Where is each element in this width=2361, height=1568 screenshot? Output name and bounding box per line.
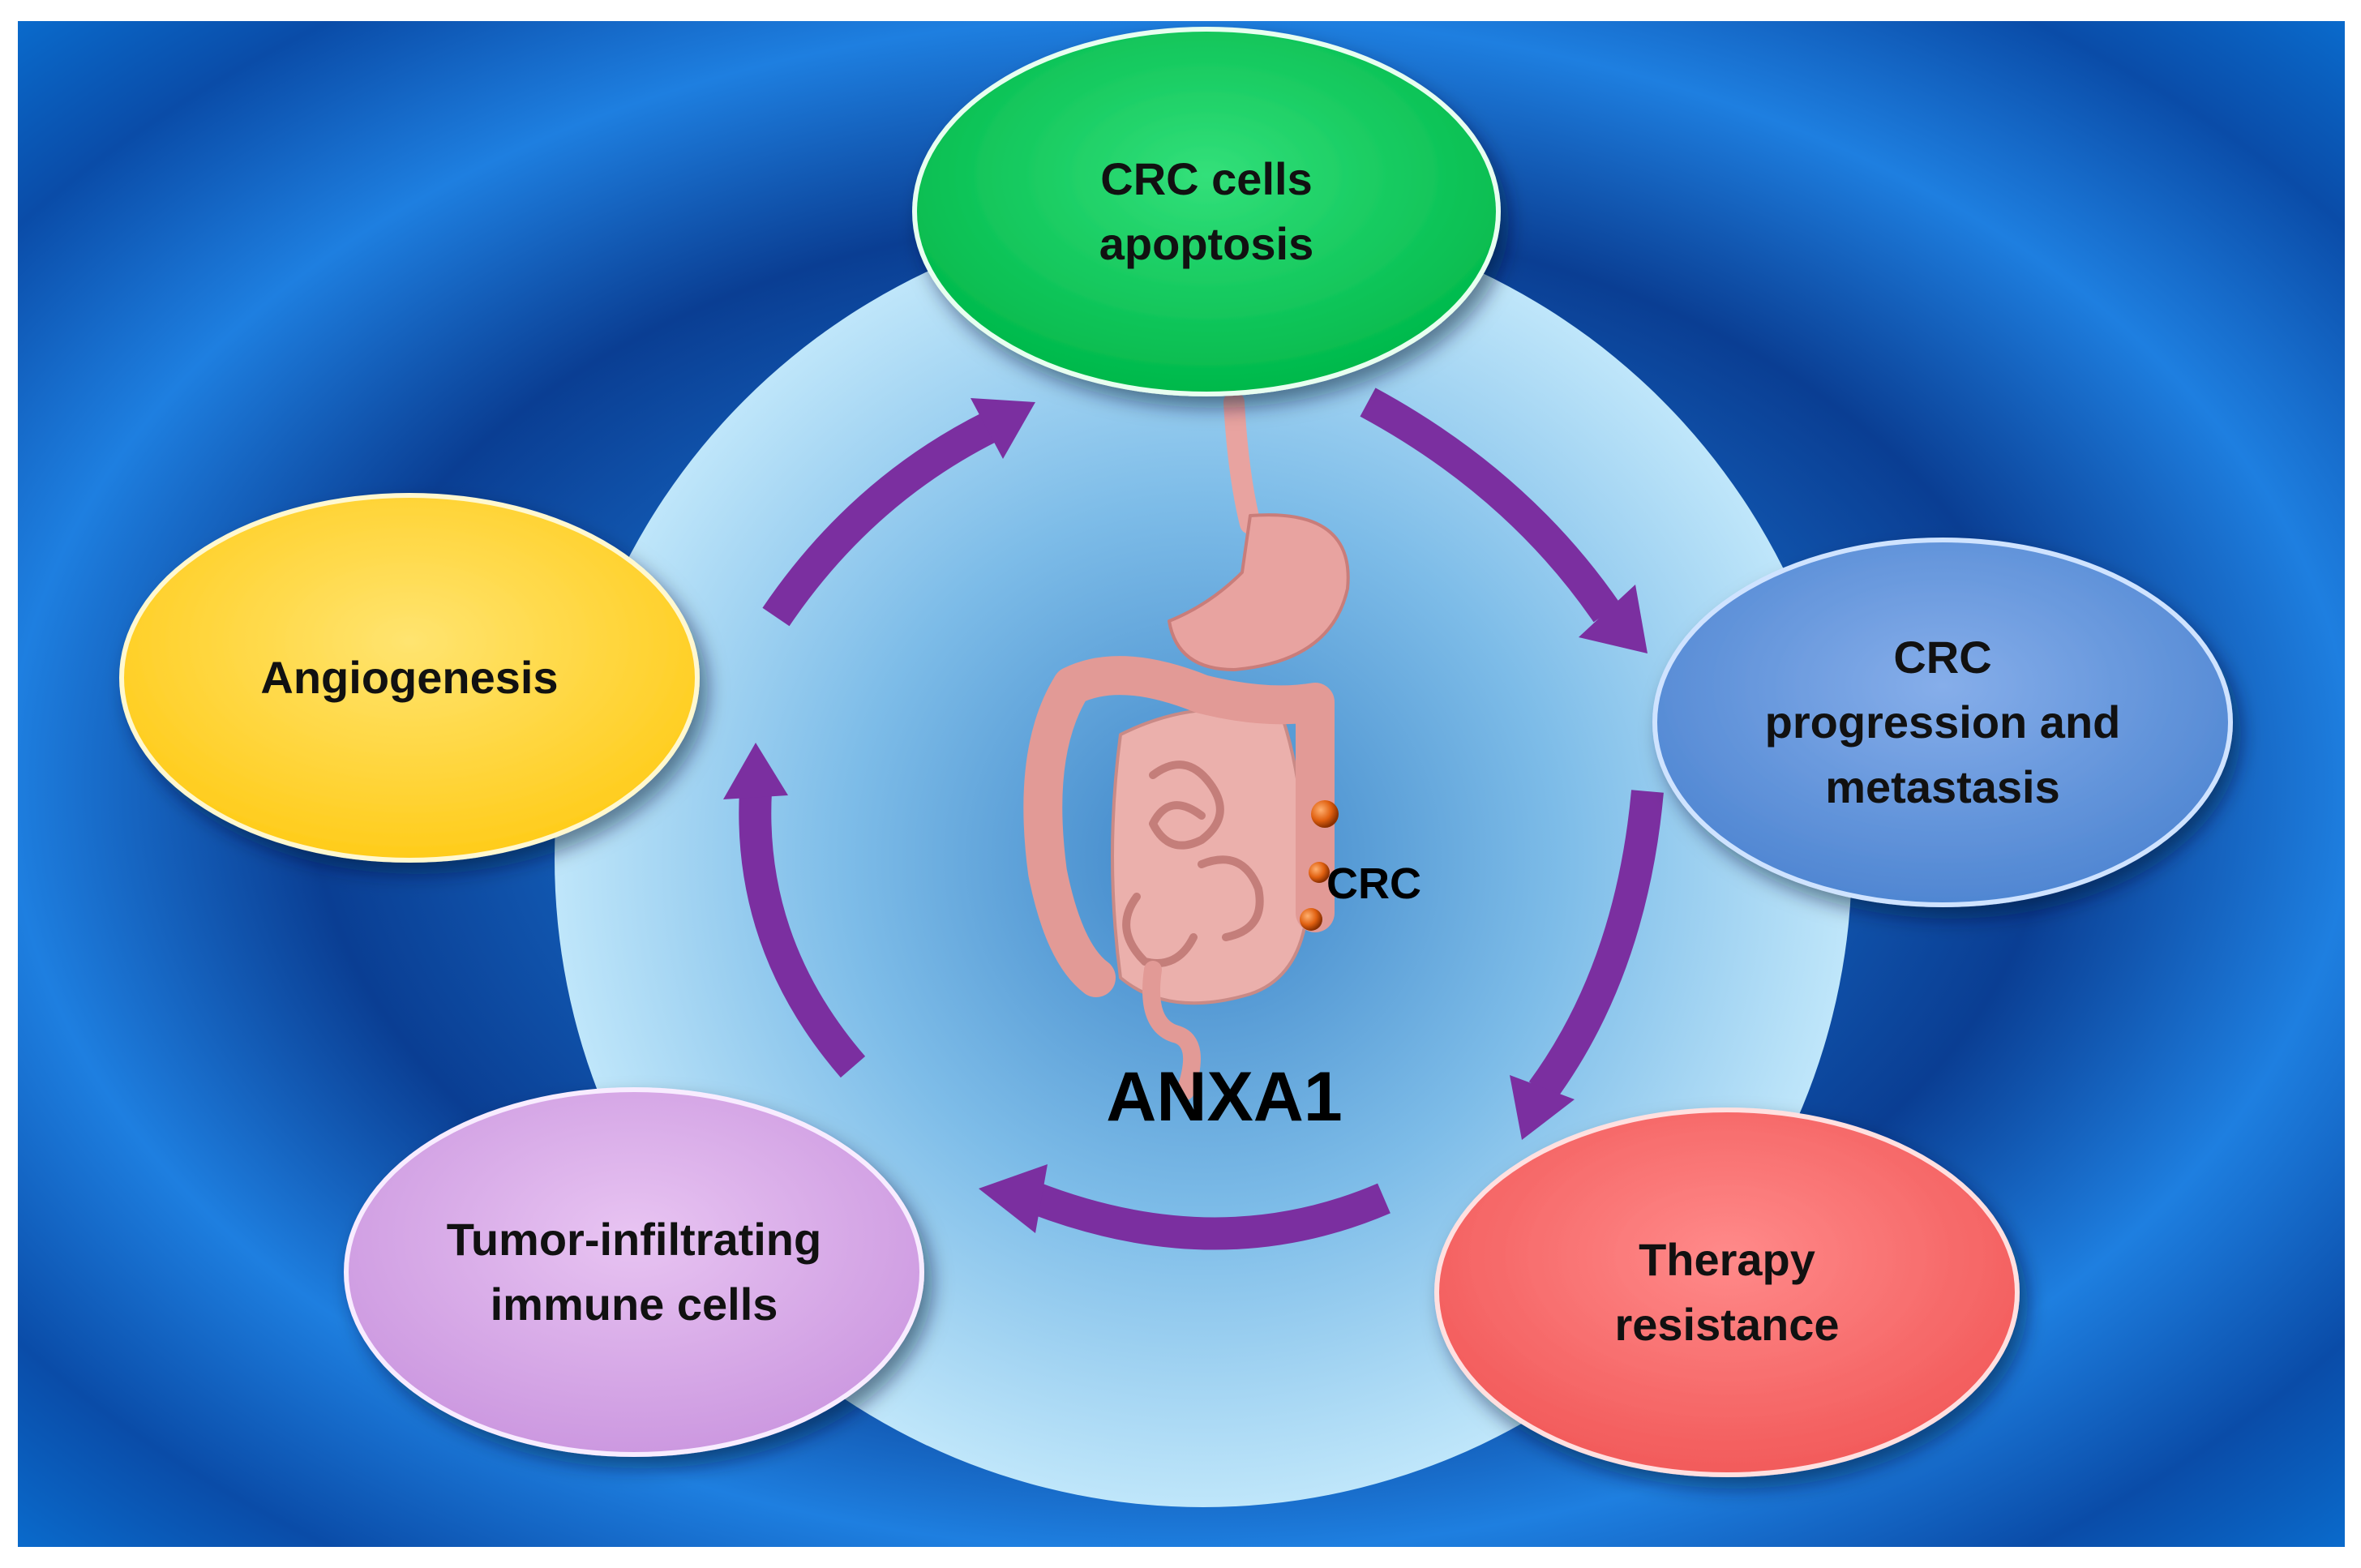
node-therapy-label: Therapy resistance: [1614, 1234, 1840, 1350]
cycle-arrow-icon: [979, 1164, 1048, 1233]
node-therapy: Therapy resistance: [1437, 1110, 2017, 1475]
cycle-arrow-icon: [1579, 585, 1648, 653]
node-therapy-shape: [1434, 1107, 2020, 1477]
tumor-icon: [1309, 862, 1330, 883]
figure-background: [18, 21, 2345, 1547]
node-apoptosis-shape: [912, 27, 1501, 396]
cycle-arrow-icon: [1510, 1075, 1575, 1140]
anxa1-label: ANXA1: [1106, 1058, 1343, 1136]
diagram-canvas: [18, 21, 2345, 1547]
node-ellipses: [119, 27, 2233, 1477]
cycle-arrow-icon: [1528, 790, 1664, 1101]
cycle-arrow-icon: [971, 398, 1035, 459]
node-immune: Tumor-infiltrating immune cells: [346, 1090, 922, 1454]
cycle-arrows: [739, 388, 1664, 1250]
crc-tumor-label: CRC: [1326, 859, 1421, 908]
tumor-markers: [1300, 800, 1339, 931]
node-immune-label: Tumor-infiltrating immune cells: [446, 1214, 822, 1330]
node-progression: CRC progression and metastasis: [1655, 540, 2230, 905]
node-progression-shape: [1652, 538, 2233, 907]
node-angiogenesis-label: Angiogenesis: [260, 652, 559, 703]
node-apoptosis: CRC cells apoptosis: [915, 29, 1498, 394]
cycle-arrowheads: [723, 398, 1648, 1233]
node-angiogenesis-shape: [119, 493, 700, 863]
node-angiogenesis: Angiogenesis: [122, 495, 697, 860]
tumor-icon: [1300, 908, 1322, 931]
node-progression-label: CRC progression and metastasis: [1764, 632, 2121, 812]
cycle-arrow-icon: [1025, 1181, 1390, 1250]
cycle-arrow-icon: [739, 790, 866, 1078]
figure-frame: CRC cells apoptosis CRC progression and …: [18, 21, 2345, 1547]
cycle-arrow-icon: [723, 743, 788, 799]
cycle-arrow-icon: [1360, 388, 1621, 623]
node-immune-shape: [344, 1087, 924, 1457]
node-apoptosis-label: CRC cells apoptosis: [1099, 153, 1314, 269]
tumor-icon: [1311, 800, 1339, 828]
cycle-arrow-icon: [762, 412, 998, 627]
